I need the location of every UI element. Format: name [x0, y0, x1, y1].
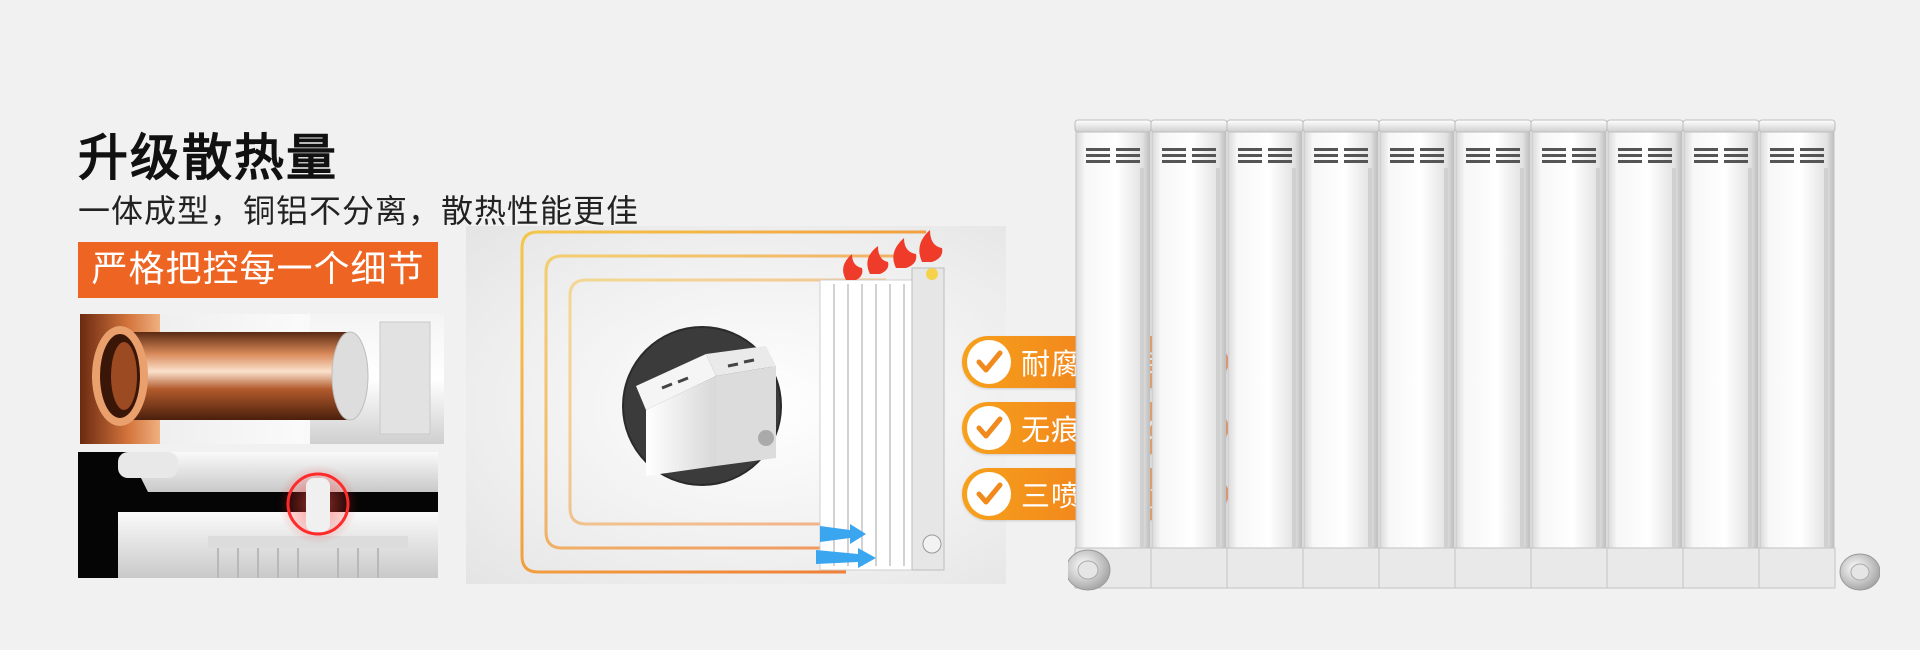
radiator-product-image — [1065, 118, 1881, 598]
check-icon — [967, 340, 1011, 384]
check-icon — [967, 472, 1011, 516]
check-icon — [967, 406, 1011, 450]
radiator-column — [1682, 119, 1760, 589]
radiator-column — [1074, 119, 1152, 589]
detail-banner: 严格把控每一个细节 — [78, 242, 438, 298]
radiator-column — [1606, 119, 1684, 589]
copper-pipe-photo — [80, 314, 444, 444]
radiator-column — [1226, 119, 1304, 589]
radiator-column — [1150, 119, 1228, 589]
radiator-column — [1302, 119, 1380, 589]
radiator-column — [1454, 119, 1532, 589]
weld-joint-photo — [78, 452, 438, 578]
radiator-column — [1758, 119, 1836, 589]
radiator-column — [1378, 119, 1456, 589]
radiator-column — [1530, 119, 1608, 589]
heat-flow-panel — [466, 226, 1006, 584]
page-title: 升级散热量 — [78, 129, 338, 187]
subtitle: 一体成型，铜铝不分离，散热性能更佳 — [78, 192, 640, 230]
